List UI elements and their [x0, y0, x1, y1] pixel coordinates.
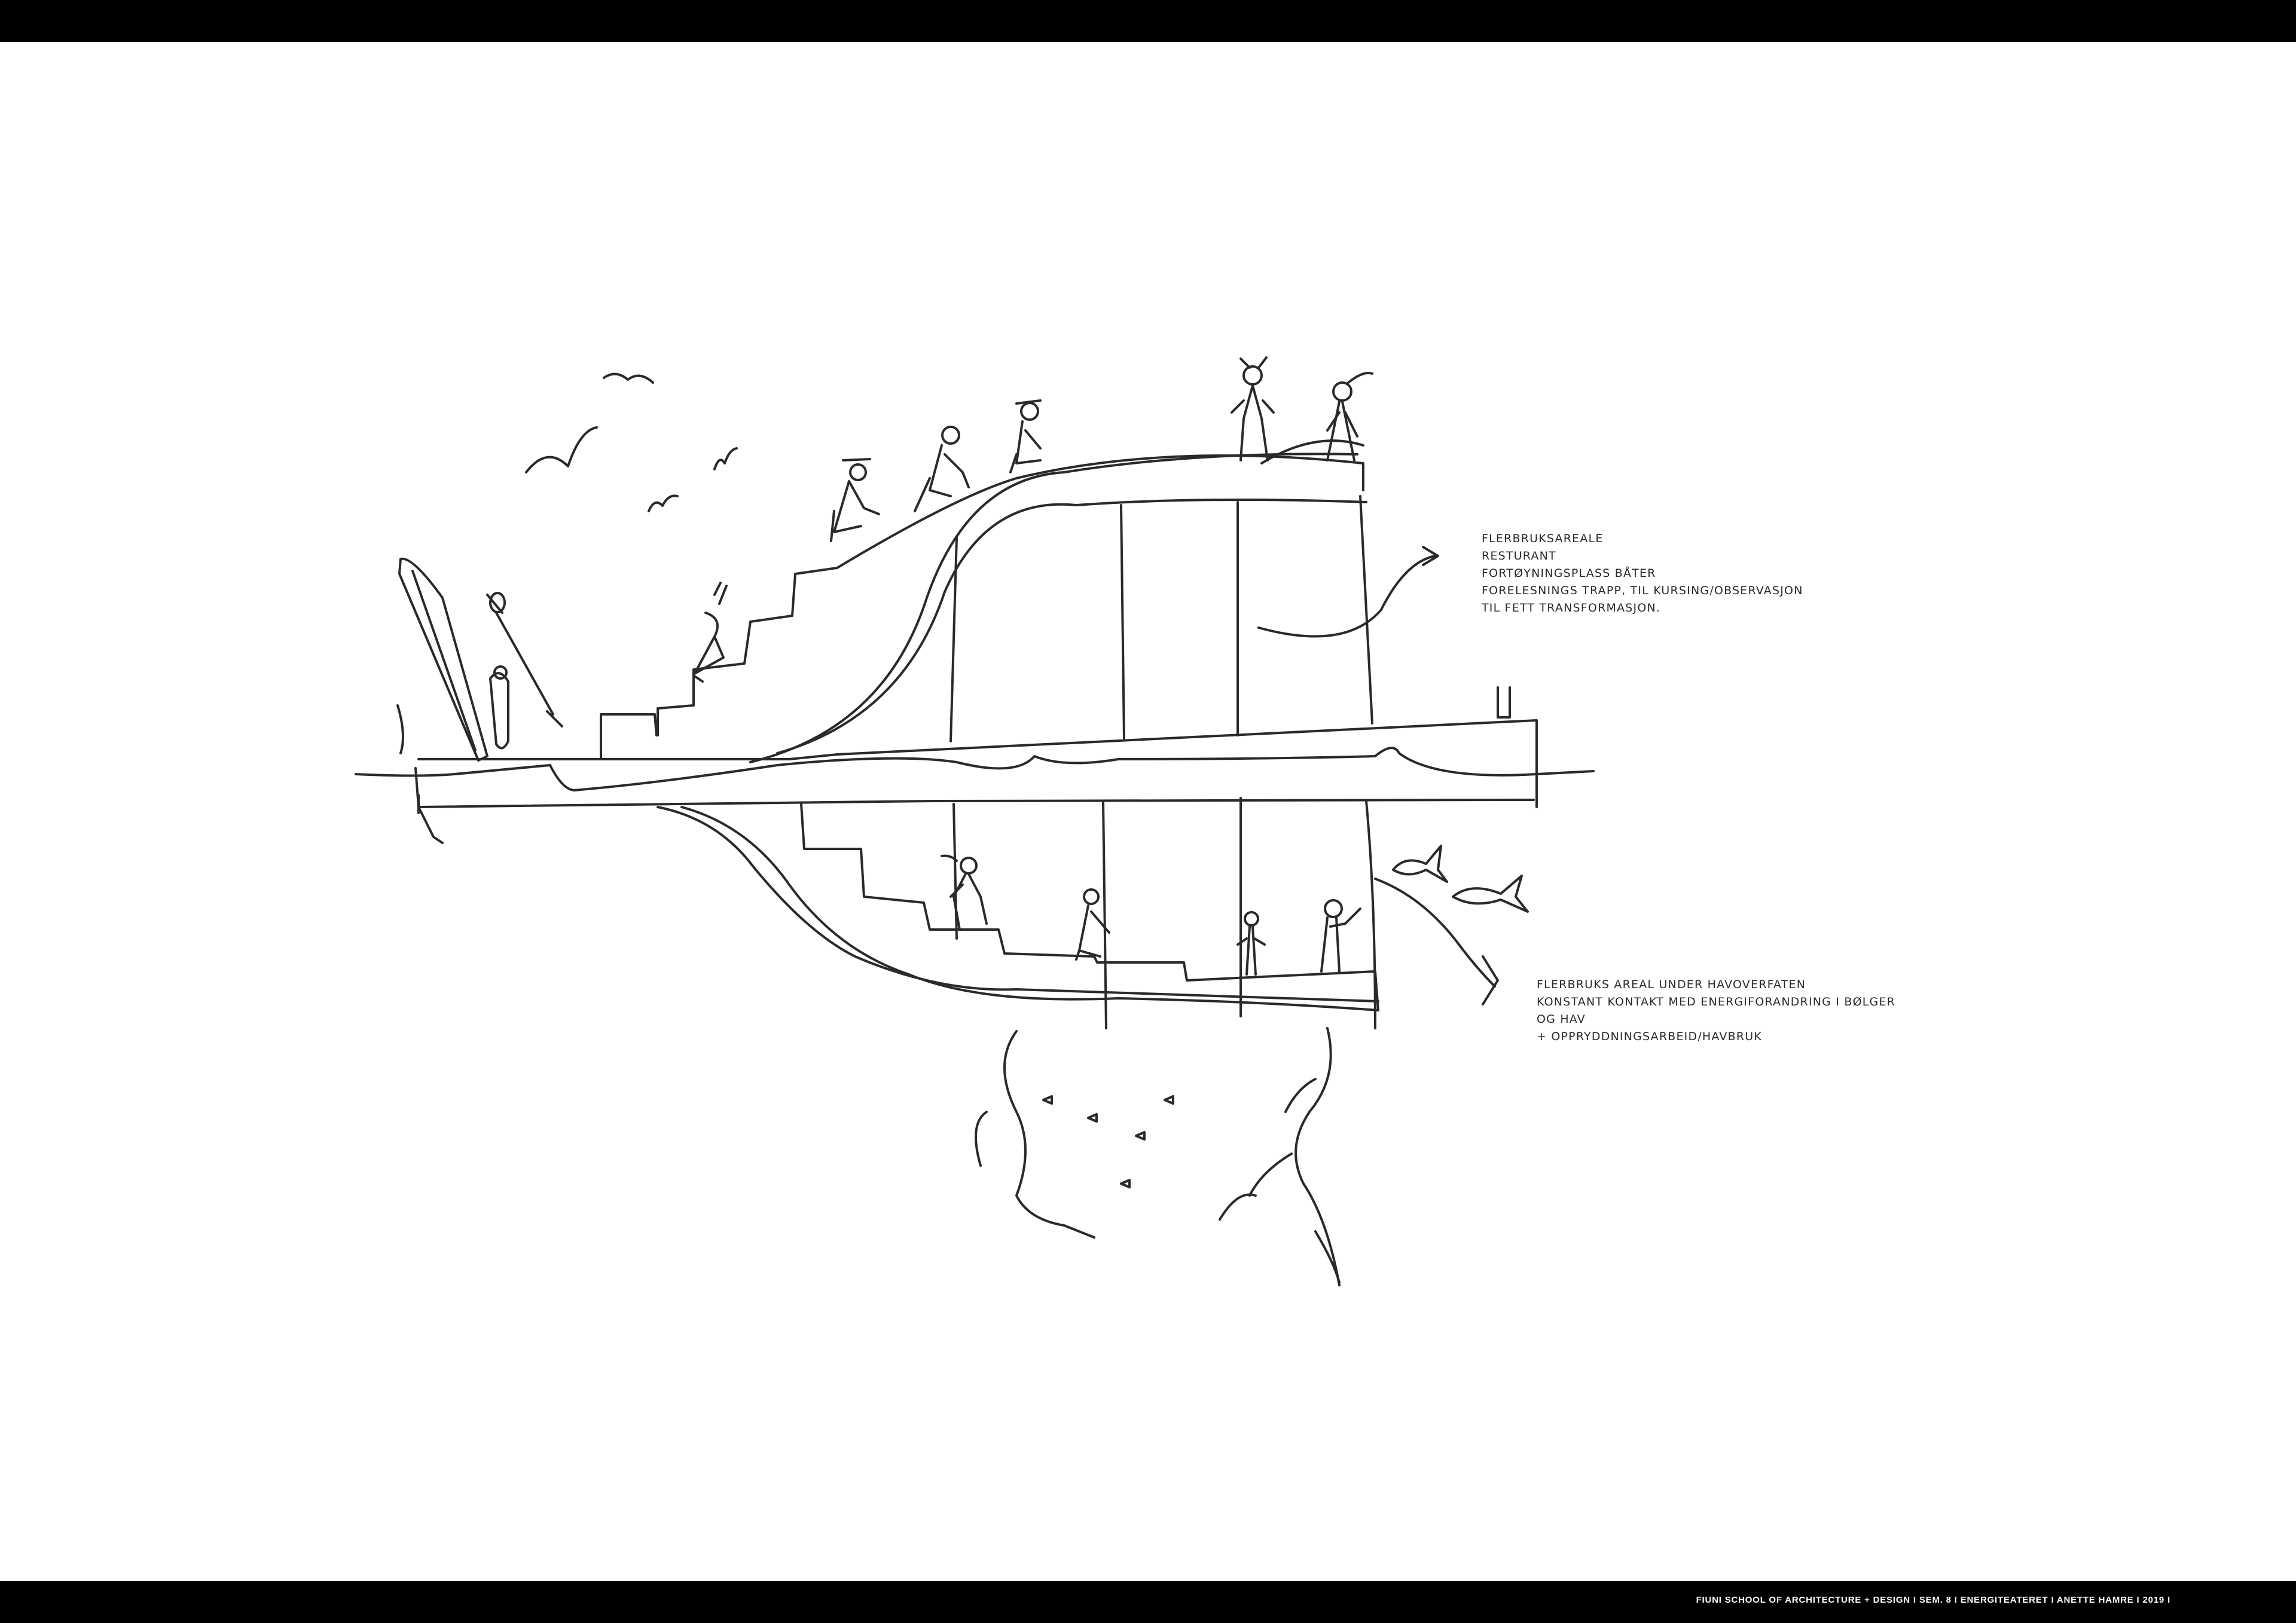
waterline-drawing	[356, 687, 1593, 843]
footer-credit: FIUNI SCHOOL OF ARCHITECTURE + DESIGN I …	[1696, 1595, 2170, 1605]
upper-annotation: FLERBRUKSAREALE RESTURANT FORTØYNINGSPLA…	[1482, 530, 1803, 617]
lower-annotation-line: + OPPRYDDNINGSARBEID/HAVBRUK	[1537, 1030, 1762, 1043]
lower-annotation-line: FLERBRUKS AREAL UNDER HAVOVERFATEN	[1537, 978, 1806, 991]
paddleboarder-drawing	[399, 559, 562, 760]
lower-annotation-line: OG HAV	[1537, 1013, 1586, 1026]
lower-people-drawing	[942, 856, 1360, 974]
upper-annotation-line: FLERBRUKSAREALE	[1482, 532, 1604, 545]
annotation-arrows	[1259, 547, 1498, 1004]
lower-structure-drawing	[658, 798, 1378, 1028]
top-frame-bar	[0, 0, 2296, 42]
bottom-frame-bar	[0, 1581, 2296, 1623]
upper-annotation-line: FORTØYNINGSPLASS BÅTER	[1482, 567, 1656, 580]
birds-drawing	[526, 374, 737, 511]
upper-annotation-line: FORELESNINGS TRAPP, TIL KURSING/OBSERVAS…	[1482, 584, 1803, 597]
lower-annotation: FLERBRUKS AREAL UNDER HAVOVERFATEN KONST…	[1537, 976, 1895, 1046]
sea-life-drawing	[976, 846, 1528, 1285]
upper-structure-drawing	[601, 441, 1372, 762]
upper-people-drawing	[694, 357, 1372, 681]
lower-annotation-line: KONSTANT KONTAKT MED ENERGIFORANDRING I …	[1537, 995, 1896, 1008]
upper-annotation-line: TIL FETT TRANSFORMASJON.	[1482, 601, 1661, 615]
upper-annotation-line: RESTURANT	[1482, 549, 1556, 563]
